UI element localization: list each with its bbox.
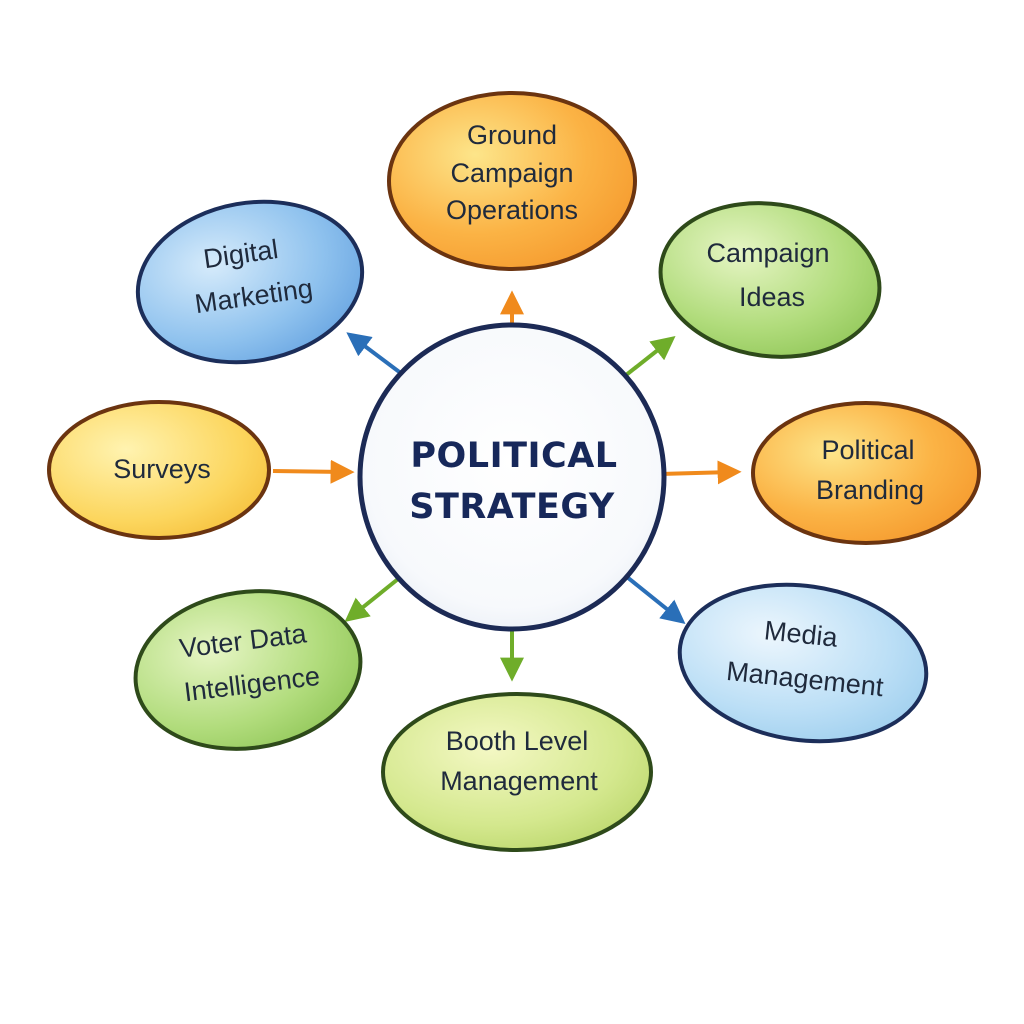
campaign-ideas-label-line2: Ideas [739,282,805,312]
surveys-ellipse [47,400,271,540]
media-management-ellipse [677,582,929,744]
political-branding-label-line1: Political [821,435,914,465]
booth-level-ellipse [381,692,653,852]
center-title-line1: POLITICAL [410,436,617,476]
campaign-ideas-label-line1: Campaign [706,238,829,268]
arrow-to-surveys [272,459,355,484]
booth-level-label-line2: Management [440,766,598,796]
node-political-branding: Political Branding [751,401,981,545]
ground-campaign-label-line1: Ground [467,120,557,150]
node-digital-marketing: Digital Marketing [135,199,365,365]
political-branding-label-line2: Branding [816,475,924,505]
center-circle [357,322,667,632]
ground-campaign-label-line3: Operations [446,195,578,225]
digital-marketing-ellipse [135,199,365,365]
node-voter-data-intelligence: Voter Data Intelligence [133,589,363,751]
node-surveys: Surveys [47,400,271,540]
ground-campaign-label-line2: Campaign [450,158,573,188]
node-ground-campaign-operations: Ground Campaign Operations [387,91,637,271]
political-branding-ellipse [751,401,981,545]
node-campaign-ideas: Campaign Ideas [658,201,882,359]
booth-level-label-line1: Booth Level [446,726,589,756]
campaign-ideas-ellipse [658,201,882,359]
arrow-to-political-branding [659,460,742,485]
node-booth-level-management: Booth Level Management [381,692,653,852]
center-node: POLITICAL STRATEGY [357,322,667,632]
surveys-label: Surveys [113,454,211,484]
ground-campaign-ellipse [387,91,637,271]
center-title-line2: STRATEGY [409,487,615,527]
node-media-management: Media Management [677,582,929,744]
voter-data-ellipse [133,589,363,751]
arrow-to-media-management [620,571,686,625]
